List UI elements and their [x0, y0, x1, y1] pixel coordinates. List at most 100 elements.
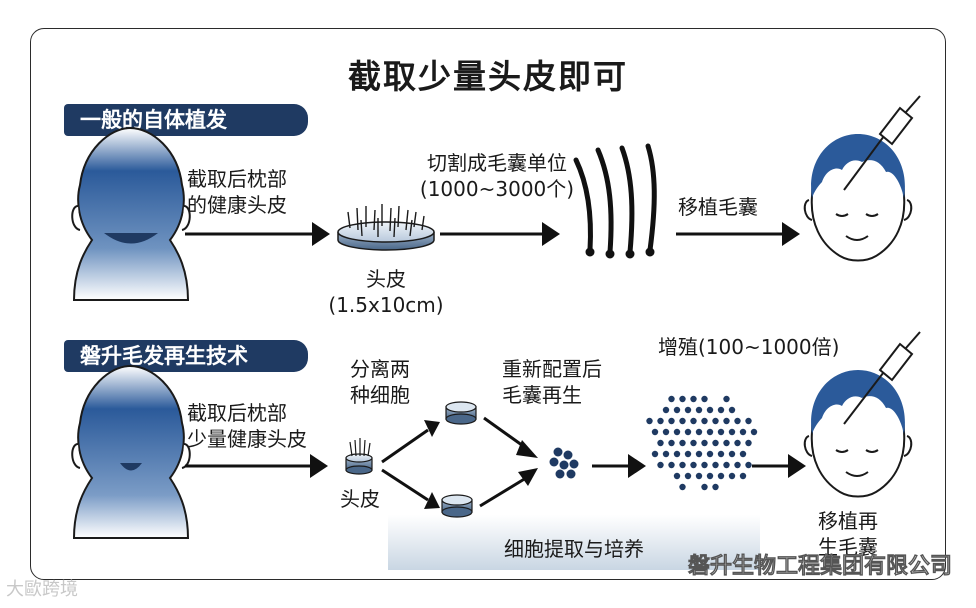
- cell-dot: [723, 461, 730, 469]
- cell-dot: [712, 483, 719, 491]
- cell-dot: [734, 439, 741, 447]
- cell-dot: [684, 472, 692, 480]
- cell-dot: [717, 450, 725, 458]
- cell-dot: [662, 450, 670, 458]
- final-label: 移植再 生毛囊: [818, 509, 878, 559]
- cell-dot: [646, 417, 653, 425]
- cell-dot: [668, 417, 675, 425]
- proliferate-label: 增殖(100~1000倍): [658, 335, 840, 359]
- follicle-units-icon: [573, 143, 657, 259]
- cell-dot: [673, 472, 681, 480]
- cell-dot: [723, 417, 730, 425]
- cell-dot: [739, 472, 747, 480]
- regen-scalp-label: 头皮: [340, 487, 380, 511]
- scalp-disc-icon: [337, 204, 435, 251]
- culture-label: 细胞提取与培养: [504, 537, 644, 561]
- cell-dot: [668, 439, 675, 447]
- cell-dot: [728, 428, 736, 436]
- cell-dot: [657, 439, 664, 447]
- culture-dish-icon: [445, 401, 477, 425]
- cell-dot: [750, 428, 758, 436]
- cell-dot: [701, 483, 708, 491]
- head-back-icon: [71, 126, 191, 301]
- cell-dot: [690, 395, 697, 403]
- cell-dot: [701, 417, 708, 425]
- cell-dot: [712, 439, 719, 447]
- cell-dot: [679, 395, 686, 403]
- cell-dot: [695, 450, 703, 458]
- cell-dot: [723, 439, 730, 447]
- cell-dot: [701, 439, 708, 447]
- culture-dish-icon-2: [441, 494, 473, 518]
- small-scalp-icon: [345, 438, 373, 475]
- cell-dot: [728, 406, 736, 414]
- cell-dot: [695, 406, 703, 414]
- cell-dot: [673, 406, 681, 414]
- cell-dot: [690, 461, 697, 469]
- cell-dot: [706, 406, 714, 414]
- cell-dot: [657, 461, 664, 469]
- cell-dot: [679, 439, 686, 447]
- cell-dot: [701, 461, 708, 469]
- cell-dot: [739, 450, 747, 458]
- cell-dot: [717, 472, 725, 480]
- cell-dot: [706, 450, 714, 458]
- cell-dot: [684, 406, 692, 414]
- face-front-icon: [803, 95, 921, 262]
- step2-label: 切割成毛囊单位 (1000~3000个): [419, 151, 575, 201]
- watermark-left: 大歐跨境: [6, 579, 78, 600]
- cell-dot: [734, 461, 741, 469]
- separate-label: 分离两 种细胞: [350, 357, 410, 407]
- implant-tool-icon: [878, 106, 914, 146]
- cell-dot: [657, 417, 664, 425]
- cell-dot: [690, 439, 697, 447]
- step1-label: 截取后枕部 的健康头皮: [187, 167, 287, 217]
- cell-dot: [712, 417, 719, 425]
- cell-dot: [690, 417, 697, 425]
- cell-dot: [717, 406, 725, 414]
- cell-dot: [695, 472, 703, 480]
- cell-dot: [712, 461, 719, 469]
- cell-dot: [723, 395, 730, 403]
- watermark-right: 磐升生物工程集团有限公司: [687, 554, 953, 580]
- cell-dot: [739, 428, 747, 436]
- cell-cluster-large-icon: [646, 395, 758, 491]
- culture-band: [388, 515, 760, 570]
- cell-dot: [745, 417, 752, 425]
- cell-dot: [668, 461, 675, 469]
- cell-dot: [684, 428, 692, 436]
- implant-tool-icon-2: [878, 342, 914, 382]
- head-back-icon-2: [71, 364, 191, 539]
- cell-dot: [695, 428, 703, 436]
- cell-dot: [679, 461, 686, 469]
- cell-cluster-small-icon: [549, 447, 579, 479]
- section-header-regeneration: 磐升毛发再生技术: [64, 340, 308, 372]
- reconfig-label: 重新配置后 毛囊再生: [502, 357, 602, 407]
- cell-dot: [728, 450, 736, 458]
- step3-label: 移植毛囊: [678, 195, 758, 219]
- cell-dot: [679, 483, 686, 491]
- cell-dot: [651, 428, 659, 436]
- cell-dot: [745, 461, 752, 469]
- cell-dot: [717, 428, 725, 436]
- cell-dot: [668, 395, 675, 403]
- face-front-icon-2: [803, 331, 921, 498]
- arrow-head: [312, 222, 330, 246]
- cell-dot: [706, 472, 714, 480]
- section-header-conventional: 一般的自体植发: [64, 104, 308, 136]
- cell-dot: [734, 417, 741, 425]
- cell-dot: [706, 428, 714, 436]
- cell-dot: [673, 450, 681, 458]
- cell-dot: [662, 428, 670, 436]
- cell-dot: [684, 450, 692, 458]
- cell-dot: [673, 428, 681, 436]
- scalp-label: 头皮 (1.5x10cm): [328, 267, 444, 317]
- cell-dot: [745, 439, 752, 447]
- cell-dot: [662, 406, 670, 414]
- cell-dot: [651, 450, 659, 458]
- cell-dot: [679, 417, 686, 425]
- cell-dot: [701, 395, 708, 403]
- regen-step1-label: 截取后枕部 少量健康头皮: [187, 401, 307, 451]
- diagram-title: 截取少量头皮即可: [348, 57, 628, 96]
